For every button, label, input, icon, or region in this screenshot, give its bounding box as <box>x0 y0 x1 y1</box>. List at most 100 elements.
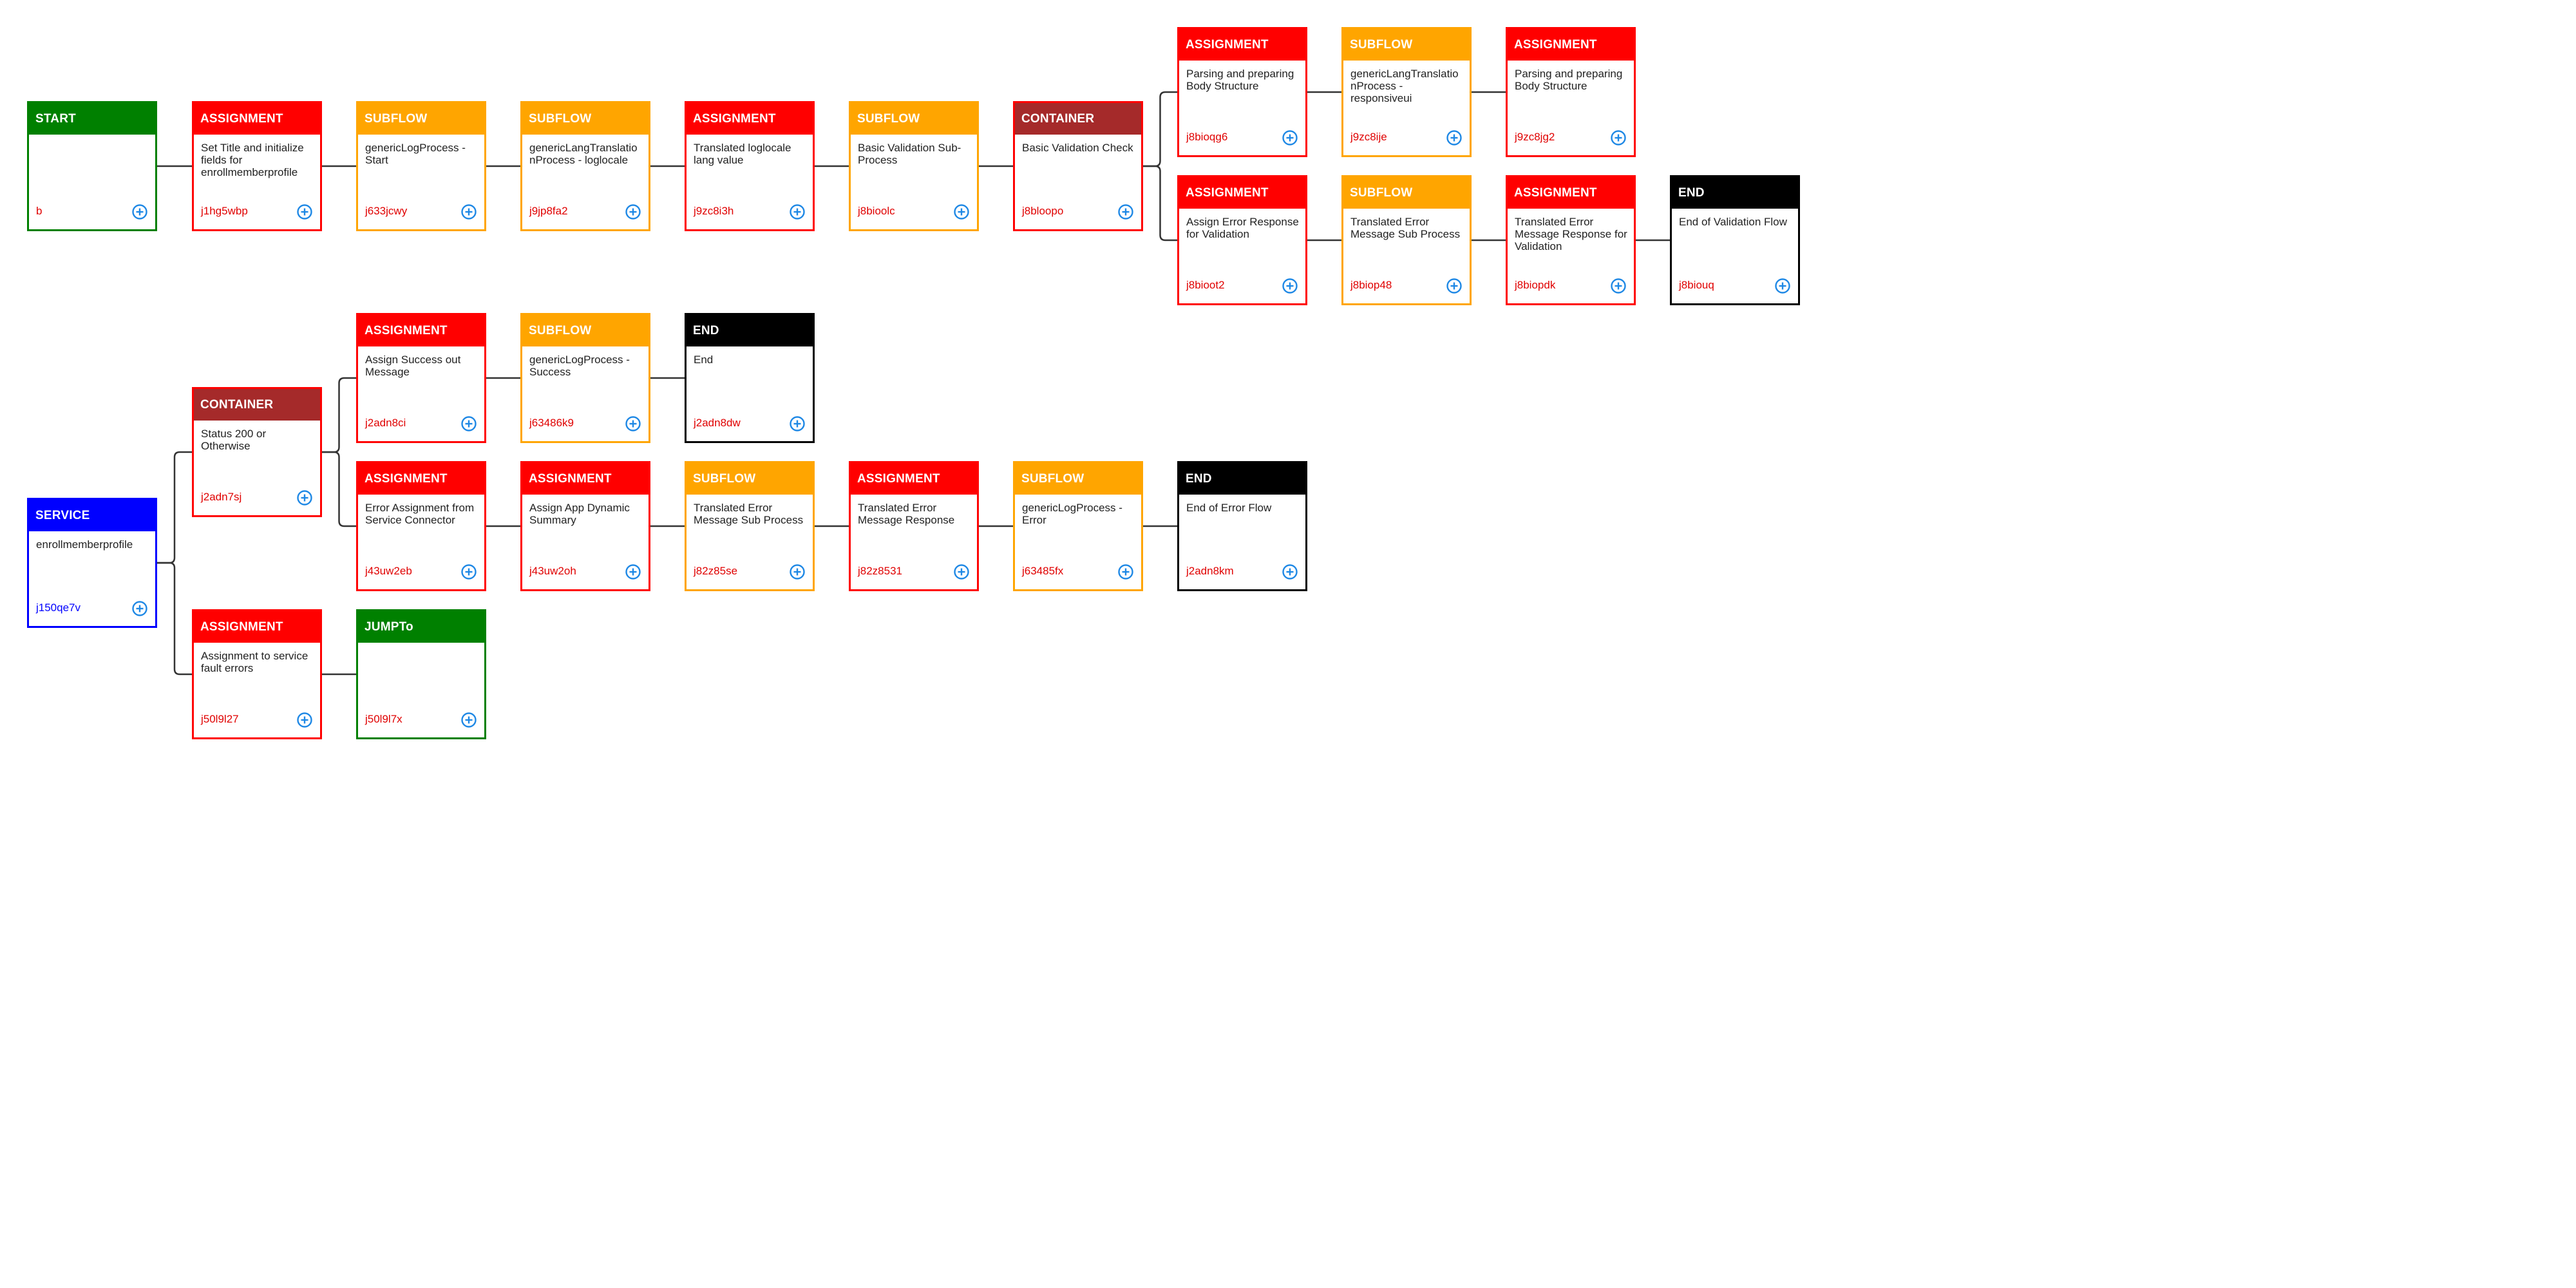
node-description: Translated Error Message Response <box>858 502 955 526</box>
node-id: j8bioolc <box>858 205 895 217</box>
node-description: Translated Error Message Sub Process <box>694 502 804 526</box>
node-type-label: ASSIGNMENT <box>358 315 484 346</box>
plus-circle-icon[interactable] <box>131 204 148 220</box>
node-id: j8bioqg6 <box>1186 131 1228 143</box>
node-type-label: SUBFLOW <box>687 463 813 495</box>
plus-circle-icon[interactable] <box>1774 278 1791 294</box>
node-type-label: ASSIGNMENT <box>194 103 320 135</box>
node-description: End of Validation Flow <box>1679 216 1787 228</box>
node-description: End of Error Flow <box>1186 502 1272 514</box>
connector-line <box>157 562 192 676</box>
plus-circle-icon[interactable] <box>953 564 970 580</box>
node-type-label: SUBFLOW <box>358 103 484 135</box>
node-id: j633jcwy <box>365 205 408 217</box>
node-type-label: CONTAINER <box>194 389 320 421</box>
plus-circle-icon[interactable] <box>1282 564 1298 580</box>
node-id: j150qe7v <box>36 601 81 614</box>
plus-circle-icon[interactable] <box>460 415 477 432</box>
plus-circle-icon[interactable] <box>1446 129 1463 146</box>
plus-circle-icon[interactable] <box>789 415 806 432</box>
plus-circle-icon[interactable] <box>1282 129 1298 146</box>
plus-circle-icon[interactable] <box>1117 204 1134 220</box>
plus-circle-icon[interactable] <box>1610 129 1627 146</box>
node-type-label: SUBFLOW <box>1343 29 1470 61</box>
container-node[interactable]: CONTAINER Status 200 or Otherwise j2adn7sj <box>192 387 322 517</box>
node-description: Set Title and initialize fields for enro… <box>201 142 304 178</box>
node-type-label: ASSIGNMENT <box>522 463 649 495</box>
node-type-label: START <box>29 103 155 135</box>
node-description: Error Assignment from Service Connector <box>365 502 475 526</box>
assignment-node[interactable]: ASSIGNMENT Set Title and initialize field… <box>192 101 322 231</box>
node-id: j82z85se <box>694 565 738 577</box>
node-type-label: SERVICE <box>29 500 155 531</box>
node-id: j43uw2oh <box>529 565 576 577</box>
plus-circle-icon[interactable] <box>789 564 806 580</box>
node-description: Parsing and preparing Body Structure <box>1515 68 1623 92</box>
node-id: j9jp8fa2 <box>529 205 568 217</box>
node-description: Status 200 or Otherwise <box>201 428 267 452</box>
node-id: j2adn7sj <box>201 491 242 503</box>
node-description: Assign Error Response for Validation <box>1186 216 1299 240</box>
subflow-node[interactable]: SUBFLOW Translated Error Message Sub Proc… <box>1341 175 1472 305</box>
plus-circle-icon[interactable] <box>1117 564 1134 580</box>
connector-line <box>322 451 356 527</box>
node-type-label: ASSIGNMENT <box>1508 29 1634 61</box>
node-type-label: CONTAINER <box>1015 103 1141 135</box>
node-type-label: ASSIGNMENT <box>1179 29 1305 61</box>
plus-circle-icon[interactable] <box>1282 278 1298 294</box>
assignment-node[interactable]: ASSIGNMENT Parsing and preparing Body Str… <box>1506 27 1636 157</box>
plus-circle-icon[interactable] <box>296 712 313 728</box>
plus-circle-icon[interactable] <box>625 204 641 220</box>
plus-circle-icon[interactable] <box>131 600 148 617</box>
node-description: End <box>694 354 714 366</box>
plus-circle-icon[interactable] <box>1446 278 1463 294</box>
plus-circle-icon[interactable] <box>789 204 806 220</box>
plus-circle-icon[interactable] <box>296 489 313 506</box>
node-description: Translated Error Message Sub Process <box>1350 216 1461 240</box>
plus-circle-icon[interactable] <box>1610 278 1627 294</box>
subflow-node[interactable]: SUBFLOW Translated Error Message Sub Proc… <box>685 461 815 591</box>
jumpto-node[interactable]: JUMPTo j50l9l7x <box>356 609 486 739</box>
plus-circle-icon[interactable] <box>460 712 477 728</box>
plus-circle-icon[interactable] <box>296 204 313 220</box>
plus-circle-icon[interactable] <box>460 204 477 220</box>
node-description: Assign Success out Message <box>365 354 461 378</box>
node-id: j2adn8ci <box>365 417 406 429</box>
node-id: j9zc8ije <box>1350 131 1387 143</box>
node-type-label: END <box>1179 463 1305 495</box>
plus-circle-icon[interactable] <box>625 415 641 432</box>
node-id: j8biop48 <box>1350 279 1392 291</box>
node-description: genericLogProcess - Success <box>529 354 630 378</box>
node-type-label: JUMPTo <box>358 611 484 643</box>
plus-circle-icon[interactable] <box>953 204 970 220</box>
node-type-label: END <box>687 315 813 346</box>
node-id: j50l9l7x <box>365 713 402 725</box>
plus-circle-icon[interactable] <box>625 564 641 580</box>
node-type-label: SUBFLOW <box>522 103 649 135</box>
assignment-node[interactable]: ASSIGNMENT Assign Success out Message j2ad… <box>356 313 486 443</box>
plus-circle-icon[interactable] <box>460 564 477 580</box>
node-type-label: SUBFLOW <box>1343 177 1470 209</box>
connector-line <box>1143 165 1177 242</box>
node-type-label: END <box>1672 177 1798 209</box>
